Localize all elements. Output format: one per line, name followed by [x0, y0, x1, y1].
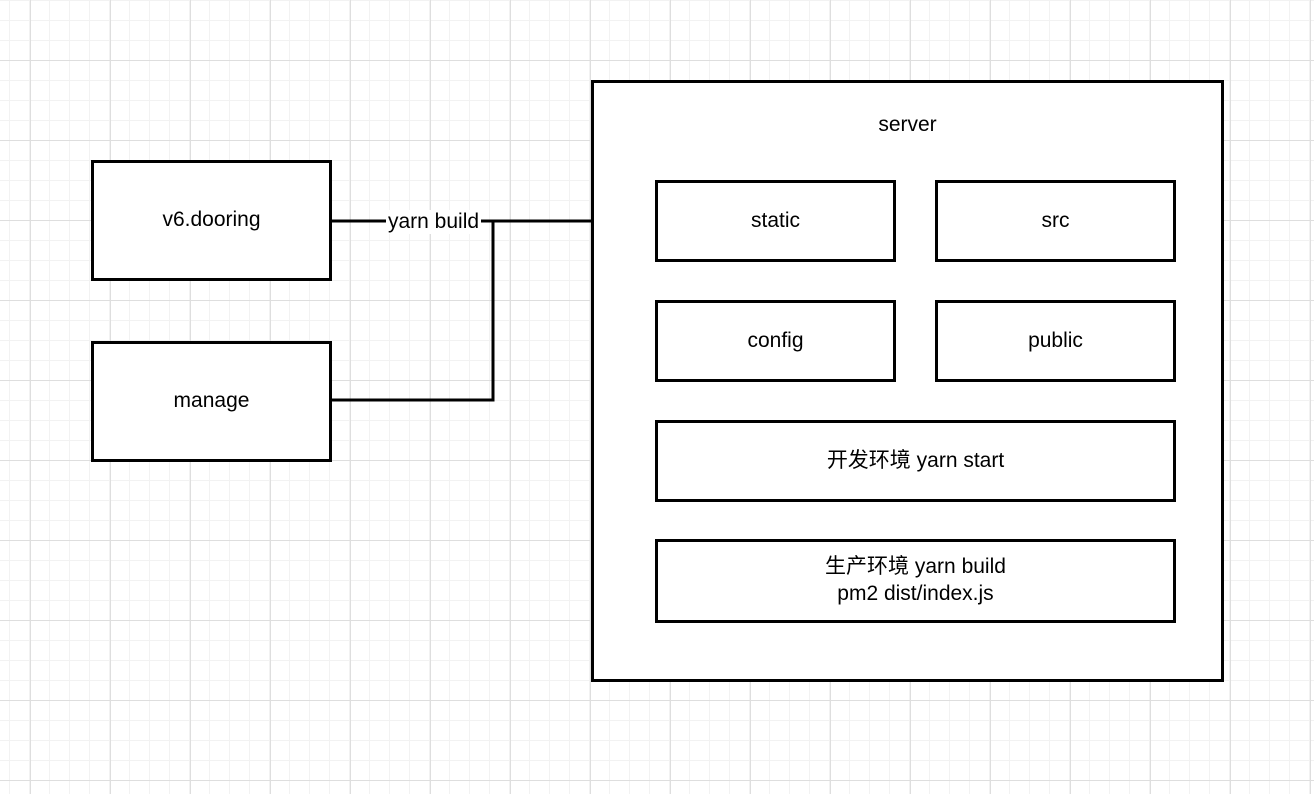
node-v6-dooring-label: v6.dooring	[162, 208, 261, 232]
node-static-label: static	[750, 208, 800, 232]
node-src-label: src	[1041, 208, 1070, 232]
node-prod-environment-label: 生产环境 yarn build pm2 dist/index.js	[825, 555, 1006, 605]
node-static[interactable]: static	[655, 180, 896, 262]
server-container-title: server	[878, 113, 937, 136]
edge-label-yarn-build: yarn build	[386, 210, 482, 234]
node-src[interactable]: src	[935, 180, 1176, 262]
node-dev-environment-label: 开发环境 yarn start	[826, 448, 1005, 472]
edge-path-manage-to-junction	[331, 221, 495, 402]
node-public-label: public	[1028, 328, 1083, 352]
node-prod-environment[interactable]: 生产环境 yarn build pm2 dist/index.js	[655, 539, 1176, 623]
node-v6-dooring[interactable]: v6.dooring	[91, 160, 332, 281]
node-manage[interactable]: manage	[91, 341, 332, 462]
node-manage-label: manage	[173, 389, 250, 413]
node-dev-environment[interactable]: 开发环境 yarn start	[655, 420, 1176, 502]
node-config-label: config	[747, 328, 804, 352]
node-public[interactable]: public	[935, 300, 1176, 382]
node-config[interactable]: config	[655, 300, 896, 382]
